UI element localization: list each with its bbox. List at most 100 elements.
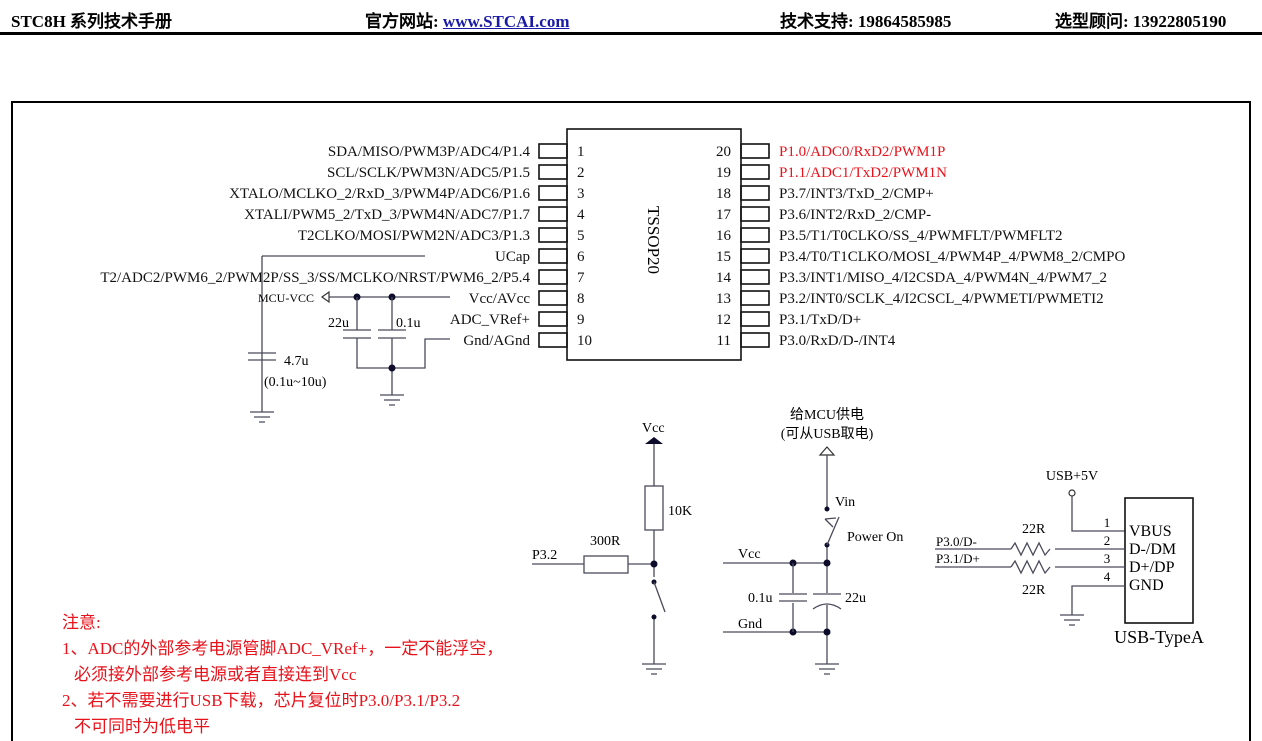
usb-pin-label: GND [1129,577,1164,594]
pin-number: 14 [716,270,732,286]
note-line-4: 不可同时为低电平 [74,717,210,736]
resistor-10k [644,485,664,531]
pin-label: P3.4/T0/T1CLKO/MOSI_4/PWM4P_4/PWM8_2/CMP… [779,249,1125,265]
pin-label: Vcc/AVcc [469,291,531,307]
pin-label: SDA/MISO/PWM3P/ADC4/P1.4 [328,144,531,160]
power-switch-icon [824,516,840,546]
pin-label: P3.3/INT1/MISO_4/I2CSDA_4/PWM4N_4/PWM7_2 [779,270,1107,286]
pin-number: 16 [716,228,732,244]
left-pin-group: 1SDA/MISO/PWM3P/ADC4/P1.42SCL/SCLK/PWM3N… [100,143,592,349]
pin-pad [538,269,568,285]
pin-label: T2CLKO/MOSI/PWM2N/ADC3/P1.3 [298,228,530,244]
cap-01u-label: 0.1u [396,316,421,331]
pin-label: P3.2/INT0/SCLK_4/I2CSCL_4/PWMETI/PWMETI2 [779,291,1104,307]
pin-number: 8 [577,291,585,307]
pin-number: 20 [716,144,731,160]
pin-number: 12 [716,312,731,328]
header-divider [0,32,1262,35]
pin-label: XTALI/PWM5_2/TxD_3/PWM4N/ADC7/P1.7 [244,207,530,223]
pin-label: UCap [495,249,530,265]
p32-label: P3.2 [532,548,557,563]
ground-icon [815,663,839,675]
cap-large-label: 22u [845,591,866,606]
pin-pad [538,290,568,306]
resistor-22r-dp [1010,559,1051,575]
pin-pad [538,311,568,327]
cap-22u-label: 22u [328,316,349,331]
usb-pin-label: D+/DP [1129,559,1175,576]
reset-vcc-label: Vcc [642,421,665,436]
notes-title: 注意: [62,613,101,632]
usb-type-label: USB-TypeA [1114,627,1204,647]
vin-arrow-icon [818,446,836,456]
support-phone: 技术支持: 19864585985 [780,12,952,31]
pin-number: 5 [577,228,585,244]
website: 官方网站: www.STCAI.com [365,7,569,32]
website-label: 官方网站: [365,12,443,31]
usb-pin-label: D-/DM [1129,541,1176,558]
pin-label: P1.1/ADC1/TxD2/PWM1N [779,165,947,181]
pin-pad [740,164,770,180]
pin-pad [740,311,770,327]
usb-5v-label: USB+5V [1046,469,1098,484]
pin-pad [740,227,770,243]
pin-number: 6 [577,249,585,265]
pin-pad [538,143,568,159]
pin-pad [740,290,770,306]
supply-gnd-label: Gnd [738,617,762,632]
ground-icon [642,663,666,675]
pin-pad [538,227,568,243]
ground-icon [380,394,404,406]
supply-title-1: 给MCU供电 [790,407,864,423]
pin-number: 17 [716,207,732,223]
pin-number: 13 [716,291,731,307]
pin-number: 19 [716,165,731,181]
pin-number: 9 [577,312,585,328]
usb-pin-label: VBUS [1129,523,1172,540]
net-dp-label: P3.1/D+ [936,551,980,566]
note-line-2: 必须接外部参考电源或者直接连到Vcc [74,665,357,684]
pin-label: Gnd/AGnd [463,333,530,349]
frame-border [11,101,1251,741]
usb-connector-body [1124,497,1194,624]
pin-label: P3.7/INT3/TxD_2/CMP+ [779,186,934,202]
mcu-vcc-arrow-icon [320,290,330,304]
mcu-vcc-label: MCU-VCC [258,291,314,305]
pin-label: P1.0/ADC0/RxD2/PWM1P [779,144,945,160]
usb-pin-number: 3 [1104,551,1111,566]
vin-label: Vin [835,495,855,510]
power-supply-circuit: 给MCU供电 (可从USB取电) Vin Power On Vcc Gnd 0.… [723,407,903,675]
pin-label: P3.6/INT2/RxD_2/CMP- [779,207,931,223]
ground-icon [250,411,274,423]
pin-number: 11 [717,333,731,349]
supply-title-2: (可从USB取电) [781,426,874,442]
pin-label: T2/ADC2/PWM6_2/PWM2P/SS_3/SS/MCLKO/NRST/… [100,270,530,286]
usb-pin-number: 2 [1104,533,1111,548]
pin-pad [538,164,568,180]
pin-pad [740,143,770,159]
note-line-3: 2、若不需要进行USB下载，芯片复位时P3.0/P3.1/P3.2 [62,691,460,710]
pin-label: P3.5/T1/T0CLKO/SS_4/PWMFLT/PWMFLT2 [779,228,1063,244]
pin-number: 7 [577,270,585,286]
pin-number: 4 [577,207,585,223]
note-line-1: 1、ADC的外部参考电源管脚ADC_VRef+，一定不能浮空， [62,639,503,658]
pin-number: 2 [577,165,585,181]
website-link[interactable]: www.STCAI.com [442,12,570,31]
page-header: STC8H 系列技术手册 官方网站: www.STCAI.com 技术支持: 1… [0,0,1262,36]
resistor-22r-dm [1010,541,1051,557]
power-decoupling: MCU-VCC 22u 0.1u 4.7u (0.1u~10u) [248,255,450,423]
chip-package: TSSOP20 [644,206,663,274]
supply-vcc-label: Vcc [738,547,761,562]
pin-pad [740,248,770,264]
usb-pin-number: 1 [1104,515,1111,530]
pin-pad [740,332,770,348]
vcc-arrow-icon [645,437,663,444]
notes: 注意: 1、ADC的外部参考电源管脚ADC_VRef+，一定不能浮空， 必须接外… [62,613,503,736]
chip-body [566,128,742,361]
pin-number: 10 [577,333,592,349]
pin-number: 3 [577,186,585,202]
ucap-cap-value: 4.7u [284,354,309,369]
pin-pad [538,332,568,348]
pin-pad [740,206,770,222]
